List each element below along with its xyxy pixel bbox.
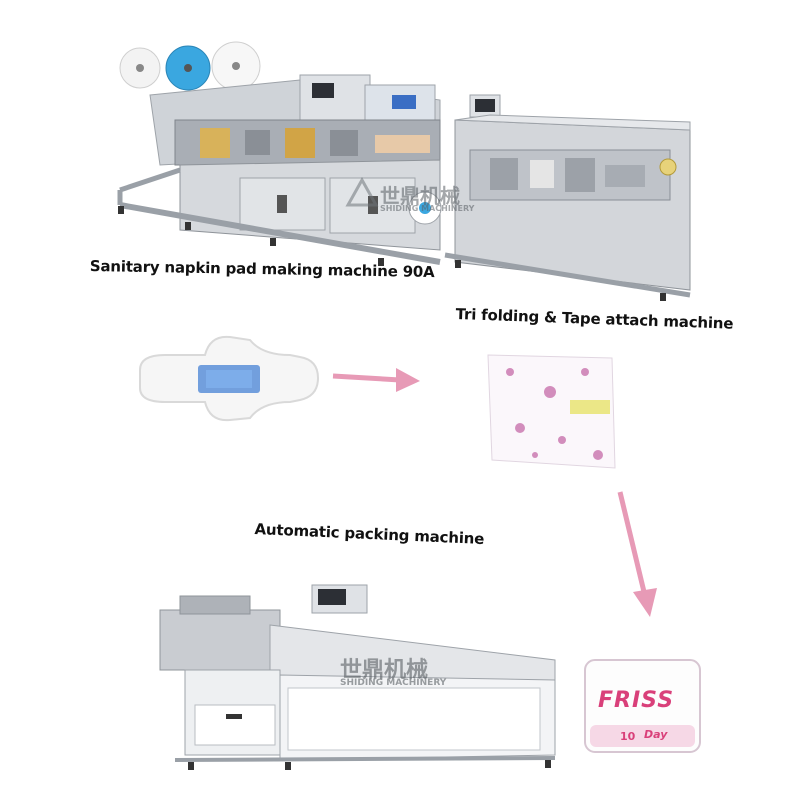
watermark-cn-top: 世鼎机械 [380,184,460,208]
watermark-top [345,176,379,207]
package-count: 10 [620,730,636,743]
watermark-cn-bottom: 世鼎机械 [340,658,429,683]
arrow-right [332,368,420,392]
sanitary-pad-image [139,335,320,422]
folded-pad-packet [487,354,616,469]
watermark-en-bottom: SHIDING MACHINERY [340,678,447,688]
pad-making-machine [117,41,442,266]
arrow-down [617,491,657,617]
pad-package [584,659,701,753]
packing-machine [159,584,556,770]
package-brand: FRISS [598,688,675,713]
watermark-en-top: SHIDING MACHINERY [380,204,475,213]
package-variant: Day [644,728,668,741]
tri-folding-machine [444,94,691,301]
